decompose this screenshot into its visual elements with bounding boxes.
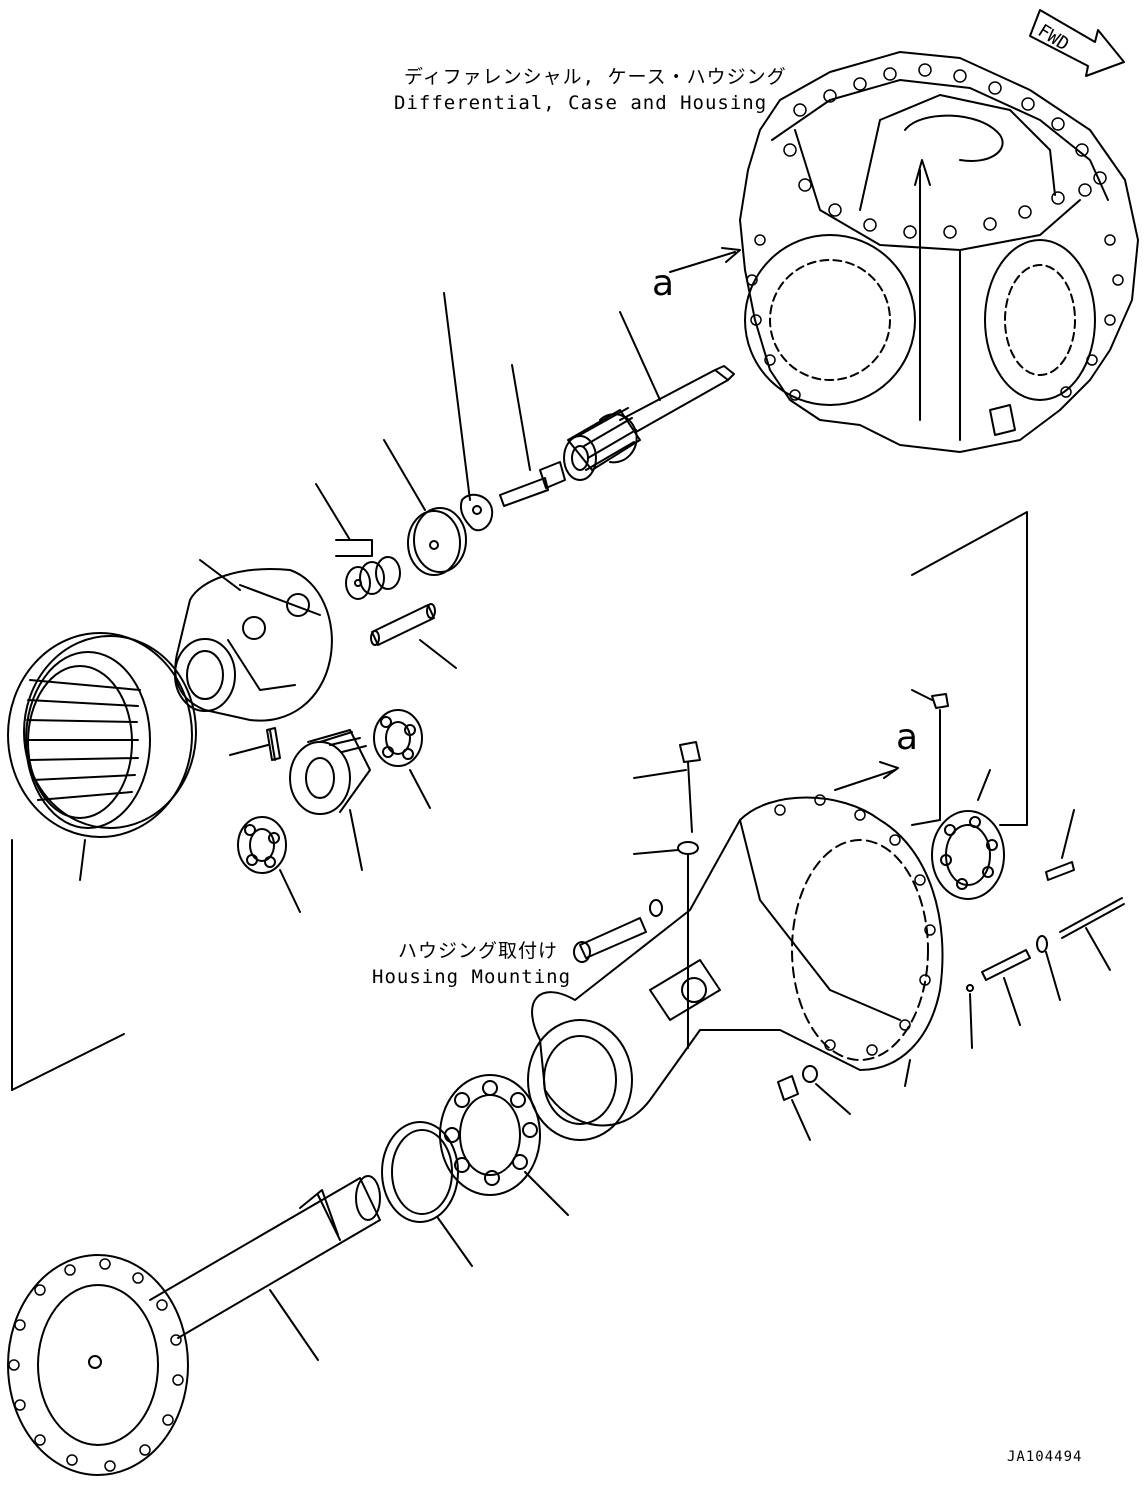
axle-shaft <box>7 1175 381 1476</box>
drawing-code: JA104494 <box>1007 1449 1083 1465</box>
title-japanese: ディファレンシャル, ケース・ハウジング <box>404 66 787 88</box>
thrust-washer <box>383 439 467 576</box>
seal-ring <box>381 1121 473 1267</box>
differential-carrier <box>174 559 333 722</box>
guide-pin <box>966 935 1061 1049</box>
breather <box>633 741 701 833</box>
housing-mounting-english: Housing Mounting <box>372 966 572 988</box>
axle-bearing <box>439 1074 569 1216</box>
shims <box>315 483 401 600</box>
housing-mounting-japanese: ハウジング取付け <box>398 940 559 962</box>
plug <box>911 689 949 826</box>
housing-bearing <box>931 769 1005 900</box>
differential-case-housing <box>739 51 1139 453</box>
axle-housing <box>527 761 944 1141</box>
bearing-right <box>373 709 431 809</box>
pinion-gear <box>289 729 371 871</box>
spider-pin <box>370 603 457 669</box>
lock-plate <box>443 292 494 532</box>
dowel-pin <box>229 727 281 761</box>
reference-mark-a-top: a <box>652 263 675 304</box>
o-ring-small <box>633 841 699 1049</box>
bearing-left <box>237 816 301 913</box>
bolt <box>499 364 566 507</box>
ring-gear <box>7 632 197 1091</box>
pinion-shaft <box>563 311 735 481</box>
stud-rod <box>1059 897 1125 971</box>
fwd-arrow-icon <box>1029 9 1125 77</box>
roll-pin <box>1045 809 1075 881</box>
reference-mark-a-housing: a <box>896 717 919 758</box>
mounting-bolt <box>573 899 663 963</box>
leader-bracket <box>911 511 1028 826</box>
title-english: Differential, Case and Housing <box>394 92 768 114</box>
ref-arrow-top <box>669 247 741 273</box>
bushing <box>777 1065 851 1141</box>
